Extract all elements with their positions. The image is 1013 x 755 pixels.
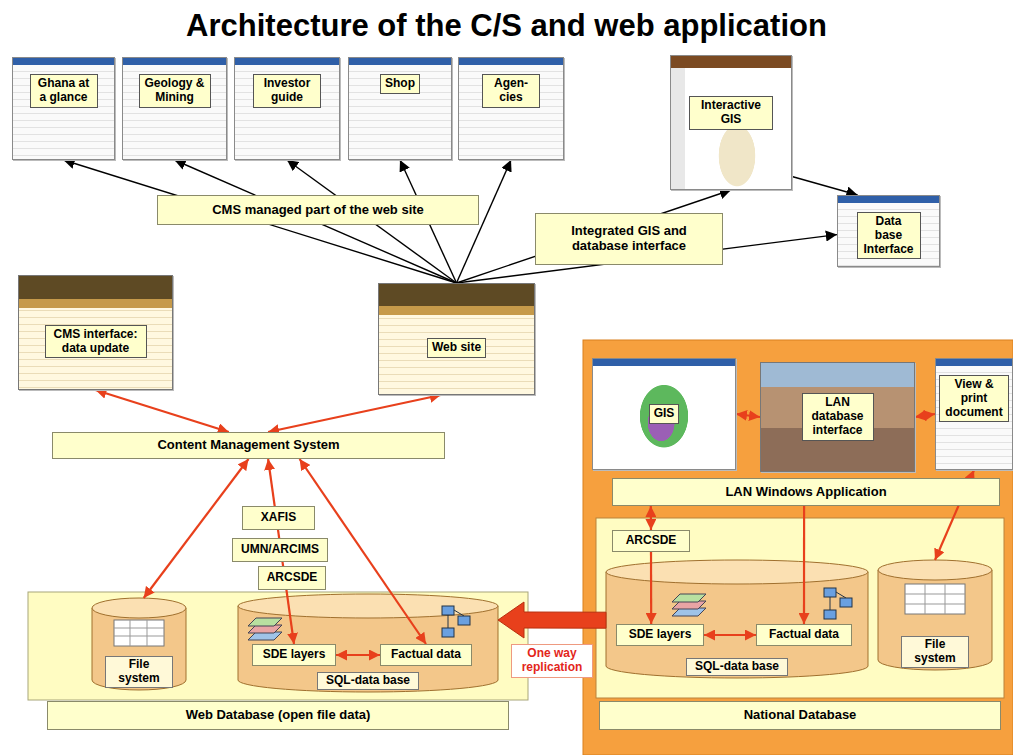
- orange-panel: [583, 340, 1013, 755]
- cylinder-store: SQL-data base SDE layers Factual data: [606, 560, 868, 678]
- tag-box: ARCSDE: [258, 566, 326, 590]
- screenshot-box: Ghana at a glance: [12, 57, 115, 160]
- node-label: Agen- cies: [482, 74, 540, 108]
- data-flow-arrow: [96, 390, 229, 432]
- data-flow-arrow: [915, 414, 935, 417]
- node-label: Shop: [380, 74, 420, 94]
- diagram-title: Architecture of the C/S and web applicat…: [0, 8, 1013, 44]
- tag-box: SDE layers: [252, 644, 336, 666]
- node-label: UMN/ARCIMS: [241, 543, 319, 557]
- node-label: CMS interface: data update: [45, 325, 147, 359]
- web-page-box: CMS interface: data update: [18, 275, 173, 390]
- data-flow-arrow: [268, 395, 441, 432]
- node-label: View & print document: [939, 375, 1009, 422]
- screenshot-box: Shop: [348, 57, 452, 160]
- map-screenshot: GIS: [592, 358, 736, 470]
- node-label: CMS managed part of the web site: [212, 203, 424, 218]
- link-arrow: [457, 190, 732, 283]
- data-flow-arrow: [650, 506, 652, 530]
- node-label: SQL-data base: [686, 658, 788, 676]
- cylinder-store: File system: [878, 560, 992, 670]
- database-frame: [28, 592, 528, 700]
- node-label: File system: [901, 636, 969, 668]
- node-label: Factual data: [769, 628, 839, 642]
- tag-box: Factual data: [380, 644, 472, 666]
- node-label: Integrated GIS and database interface: [554, 224, 704, 254]
- label-band: Content Management System: [52, 432, 445, 459]
- node-label: File system: [105, 656, 173, 688]
- label-band: CMS managed part of the web site: [157, 195, 479, 225]
- node-label: SDE layers: [629, 628, 692, 642]
- data-flow-arrow: [650, 552, 652, 624]
- node-label: Content Management System: [157, 438, 339, 453]
- link-arrow: [792, 177, 858, 196]
- database-frame: [596, 518, 1004, 698]
- node-label: Data base Interface: [857, 212, 921, 259]
- gis-screenshot: Interactive GIS: [670, 55, 792, 190]
- cylinder-body: [878, 570, 992, 670]
- screenshot-box: Data base Interface: [837, 195, 940, 267]
- node-label: Web site: [427, 338, 486, 358]
- node-label: XAFIS: [261, 511, 296, 525]
- layer-icon: [248, 618, 282, 640]
- node-label: ARCSDE: [626, 534, 677, 548]
- node-label: Interactive GIS: [689, 96, 773, 130]
- data-flow-arrow: [336, 654, 380, 656]
- edge-label: One way replication: [511, 644, 593, 678]
- node-label: Ghana at a glance: [30, 74, 98, 108]
- table-icon: [442, 606, 470, 637]
- node-label: Web Database (open file data): [47, 701, 509, 730]
- photo-screenshot: LAN database interface: [760, 362, 915, 472]
- data-flow-arrow: [704, 634, 756, 636]
- label-band: Integrated GIS and database interface: [535, 213, 723, 265]
- cylinder-body: [92, 608, 186, 690]
- data-flow-arrow: [144, 459, 249, 598]
- data-flow-arrow: [736, 414, 760, 417]
- cylinder-body: [606, 572, 868, 678]
- screenshot-box: Geology & Mining: [122, 57, 227, 160]
- node-label: SDE layers: [263, 648, 326, 662]
- node-label: National Database: [599, 701, 1001, 730]
- cylinder-store: File system: [92, 598, 186, 690]
- node-label: Geology & Mining: [139, 74, 211, 108]
- replication-arrow: [498, 602, 606, 638]
- cylinder-top: [878, 560, 992, 580]
- file-icon: [905, 584, 965, 614]
- node-label: LAN database interface: [802, 393, 874, 440]
- data-flow-arrow: [803, 506, 805, 624]
- tag-box: UMN/ARCIMS: [232, 538, 328, 562]
- cylinder-store: SQL-data base SDE layers Factual data: [238, 594, 498, 692]
- screenshot-box: Investor guide: [234, 57, 340, 160]
- tag-box: SDE layers: [616, 624, 704, 646]
- node-label: LAN Windows Application: [725, 485, 886, 500]
- table-icon: [824, 588, 852, 619]
- node-label: ARCSDE: [267, 571, 318, 585]
- database-box: Web Database (open file data) File system…: [28, 592, 528, 732]
- screenshot-box: Agen- cies: [458, 57, 564, 160]
- node-label: Factual data: [391, 648, 461, 662]
- cylinder-top: [92, 598, 186, 618]
- label-band: LAN Windows Application: [612, 478, 1000, 506]
- cylinder-top: [606, 560, 868, 584]
- tag-box: ARCSDE: [612, 530, 690, 552]
- node-label: Investor guide: [253, 74, 321, 108]
- tag-box: Factual data: [756, 624, 852, 646]
- cylinder-body: [238, 606, 498, 692]
- file-icon: [114, 620, 164, 646]
- layer-icon: [672, 594, 706, 616]
- database-box: National Database ARCSDE SQL-data base SDE …: [596, 518, 1004, 732]
- node-label: SQL-data base: [317, 672, 419, 690]
- screenshot-box: View & print document: [935, 358, 1013, 470]
- node-label: GIS: [649, 404, 680, 424]
- cylinder-top: [238, 594, 498, 618]
- web-page-box: Web site: [378, 283, 535, 395]
- tag-box: XAFIS: [242, 506, 315, 530]
